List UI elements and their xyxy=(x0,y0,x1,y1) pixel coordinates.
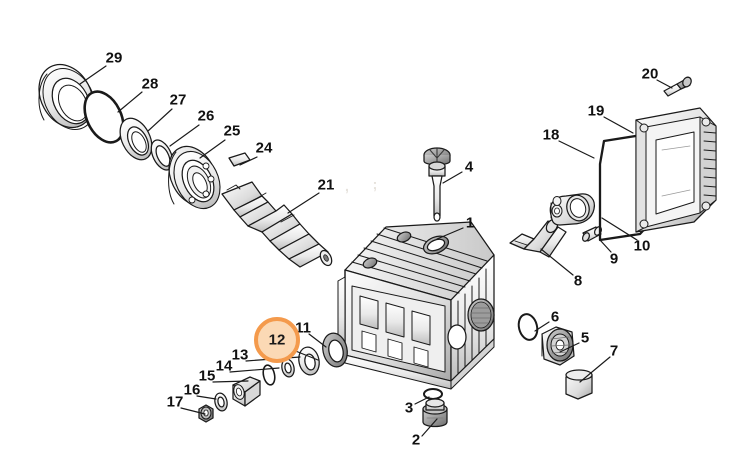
callout-spacer-ring[interactable]: 14 xyxy=(215,357,233,375)
part-1-crankcase xyxy=(337,221,495,390)
callout-woodruff-key[interactable]: 24 xyxy=(255,139,273,157)
leader-line-o-ring-small xyxy=(534,321,550,332)
callout-crankcase[interactable]: 1 xyxy=(465,214,475,232)
highlight-badge-12[interactable] xyxy=(254,317,300,363)
callout-oil-sight-glass[interactable]: 5 xyxy=(580,329,590,347)
leader-line-spacer-ring xyxy=(229,367,280,373)
callout-o-ring-large[interactable]: 28 xyxy=(141,75,159,93)
leader-line-o-ring-drain xyxy=(414,396,430,405)
leader-line-valve-shaft xyxy=(540,248,574,276)
leader-line-cap xyxy=(579,356,611,383)
part-28-o-ring xyxy=(83,90,125,144)
callout-washer-thin[interactable]: 16 xyxy=(183,381,201,399)
leader-line-sleeve xyxy=(212,380,249,383)
leader-line-connector-fitting xyxy=(601,217,638,241)
callout-valve-shaft[interactable]: 8 xyxy=(573,272,583,290)
callout-connector-fitting[interactable]: 10 xyxy=(633,237,651,255)
leader-line-shaft-seal-small xyxy=(308,333,327,348)
part-29-oil-seal xyxy=(38,63,96,130)
callout-sleeve[interactable]: 15 xyxy=(198,367,216,385)
callout-o-ring-small[interactable]: 6 xyxy=(550,308,560,326)
callout-shaft-seal[interactable]: 27 xyxy=(169,91,187,109)
watermark-mark: ; xyxy=(372,176,378,192)
part-6-o-ring xyxy=(517,313,539,341)
leader-line-washer-small xyxy=(169,124,200,147)
leader-line-oil-dipstick xyxy=(442,171,463,184)
leader-line-dowel-pin xyxy=(599,239,612,253)
part-17-hex-nut xyxy=(198,404,214,423)
callout-oil-dipstick[interactable]: 4 xyxy=(464,158,474,176)
leader-line-hex-screw xyxy=(656,79,673,89)
part-19-cover-plate xyxy=(635,107,717,233)
leader-line-washer-thin xyxy=(196,395,217,400)
part-21-crankshaft xyxy=(221,181,333,268)
part-27-shaft-seal xyxy=(119,117,153,161)
part-5-sight-glass xyxy=(541,326,575,366)
leader-line-drain-plug xyxy=(421,418,438,437)
leader-line-crankshaft-oil-seal xyxy=(79,65,107,85)
part-7-cap xyxy=(565,369,593,400)
part-2-drain-plug xyxy=(422,398,448,428)
callout-hex-nut[interactable]: 17 xyxy=(166,393,184,411)
callout-shim-washer[interactable]: 12 xyxy=(268,331,286,349)
leader-line-cover-plate xyxy=(603,116,634,134)
callout-grooved-ball-bearing[interactable]: 25 xyxy=(223,122,241,140)
part-20-hex-screw xyxy=(663,76,692,97)
leader-line-oil-sight-glass xyxy=(559,342,580,353)
callout-washer-small[interactable]: 26 xyxy=(197,107,215,125)
callout-cap[interactable]: 7 xyxy=(609,342,619,360)
leader-line-woodruff-key xyxy=(239,156,258,166)
part-8-valve-shaft xyxy=(509,218,567,258)
callout-shaft-seal-small[interactable]: 11 xyxy=(295,319,311,337)
part-15-sleeve xyxy=(232,376,261,407)
callout-crankshaft-oil-seal[interactable]: 29 xyxy=(105,49,123,67)
watermark-mark: , xyxy=(345,178,349,194)
callout-o-ring-drain[interactable]: 3 xyxy=(404,399,414,417)
callout-washer[interactable]: 13 xyxy=(231,346,249,364)
part-24-woodruff-key xyxy=(228,152,251,167)
callout-dowel-pin[interactable]: 9 xyxy=(609,250,619,268)
callout-gasket[interactable]: 18 xyxy=(542,126,560,144)
part-9-dowel-pin xyxy=(581,226,603,242)
callout-crankshaft[interactable]: 21 xyxy=(317,176,335,194)
leader-line-crankcase xyxy=(436,227,464,240)
part-25-ball-bearing xyxy=(168,145,221,210)
leader-line-o-ring-large xyxy=(117,91,143,113)
callout-hex-screw[interactable]: 20 xyxy=(641,65,659,83)
part-10-connector-fitting xyxy=(549,193,596,226)
leader-line-hex-nut xyxy=(180,407,206,415)
leader-line-crankshaft xyxy=(287,192,320,214)
callout-drain-plug[interactable]: 2 xyxy=(411,431,421,449)
part-14-spacer-ring xyxy=(262,364,276,386)
part-4-dipstick xyxy=(423,147,451,222)
leader-line-gasket xyxy=(558,140,595,159)
leader-line-shaft-seal xyxy=(147,108,173,132)
part-16-washer-thin xyxy=(214,392,228,412)
part-13-washer xyxy=(298,346,320,376)
part-11-shaft-seal xyxy=(322,332,348,368)
part-12-shim-washer xyxy=(281,358,295,378)
leader-line-grooved-ball-bearing xyxy=(199,139,226,159)
callout-cover-plate[interactable]: 19 xyxy=(587,102,605,120)
